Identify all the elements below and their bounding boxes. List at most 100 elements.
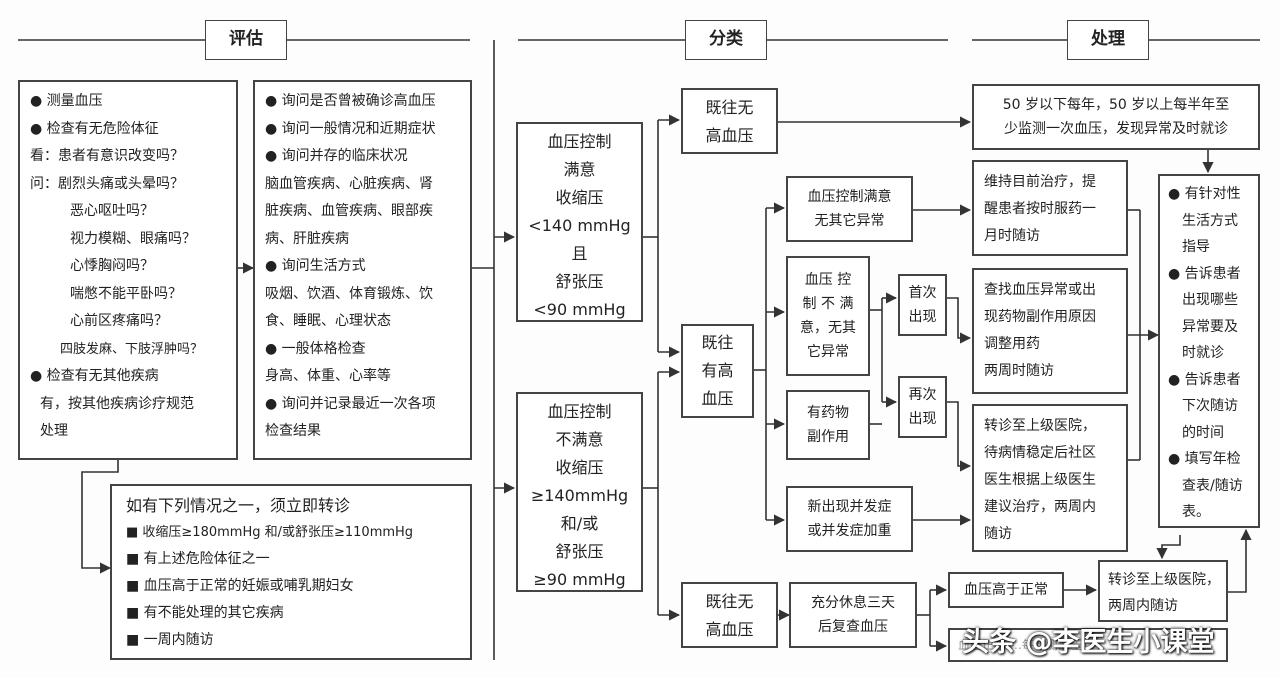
unsatisfied-line: 舒张压	[555, 542, 604, 561]
bp-ok-box: 血压控制满意 无其它异常	[786, 176, 913, 242]
referral-item: ■ 有上述危险体征之一	[126, 551, 270, 567]
bp-higher-box: 血压高于正常	[948, 572, 1064, 608]
bp-not-ok-box: 血压 控 制 不 满 意，无其 它异常	[786, 256, 870, 376]
unsatisfied-line: 收缩压	[555, 458, 604, 477]
inquiry-line: ● 询问是否曾被确诊高血压	[265, 93, 436, 109]
maintain-line: 维持目前治疗，提	[984, 174, 1096, 190]
inquiry-line: 脏疾病、血管疾病、眼部疾	[265, 203, 433, 219]
side-effect-box: 有药物 副作用	[786, 390, 870, 460]
annual-monitoring-box: 50 岁以下每年，50 岁以上每半年至 少监测一次血压，发现异常及时就诊	[972, 84, 1260, 150]
side-effect-line: 有药物	[807, 405, 849, 421]
no-history-line: 高血压	[705, 620, 754, 639]
no-history-box-top: 既往无 高血压	[681, 88, 778, 154]
assess-checklist-box: ● 测量血压 ● 检查有无危险体征 看：患者有意识改变吗？ 问：剧烈头痛或头晕吗…	[18, 80, 238, 460]
education-line: 查表/随访	[1182, 477, 1243, 494]
has-history-line: 有高	[701, 361, 734, 380]
inquiry-line: 食、睡眠、心理状态	[265, 313, 391, 329]
referral-title: 如有下列情况之一，须立即转诊	[126, 496, 351, 515]
inquiry-line: ● 询问并存的临床状况	[265, 148, 408, 164]
satisfied-line: 满意	[563, 160, 596, 179]
inquiry-line: ● 询问生活方式	[265, 258, 366, 274]
has-history-box: 既往 有高 血压	[681, 324, 754, 418]
satisfied-line: <90 mmHg	[533, 300, 626, 319]
transfer-line: 待病情稳定后社区	[984, 445, 1096, 461]
education-line: 指导	[1182, 239, 1210, 255]
satisfied-line: 且	[571, 244, 588, 263]
assess-left-line: 处理	[40, 423, 68, 439]
inquiry-line: 脑血管疾病、心脏疾病、肾	[265, 175, 433, 192]
inquiry-checklist-box: ● 询问是否曾被确诊高血压 ● 询问一般情况和近期症状 ● 询问并存的临床状况 …	[253, 80, 472, 460]
unsatisfied-line: ≥90 mmHg	[533, 570, 626, 589]
bp-not-ok-line: 制 不 满	[802, 296, 854, 312]
inquiry-line: 检查结果	[265, 423, 321, 439]
assess-left-line: 看：患者有意识改变吗？	[30, 148, 184, 164]
satisfied-line: 收缩压	[555, 188, 604, 207]
bp-ok-line: 血压控制满意	[807, 189, 892, 205]
education-line: ● 告诉患者	[1168, 265, 1241, 282]
referral-item: ■ 血压高于正常的妊娠或哺乳期妇女	[126, 578, 354, 594]
no-history-line: 既往无	[705, 592, 754, 611]
inquiry-line: ● 询问并记录最近一次各项	[265, 395, 436, 412]
assess-left-line: 四肢发麻、下肢浮肿吗？	[60, 341, 204, 357]
referral-item: ■ 一周内随访	[126, 632, 214, 648]
immediate-referral-box: 如有下列情况之一，须立即转诊 ■ 收缩压≥180mmHg 和/或舒张压≥110m…	[110, 484, 472, 660]
referral-item: ■ 有不能处理的其它疾病	[126, 605, 284, 621]
transfer-line: 转诊至上级医院，	[984, 418, 1096, 434]
bp-not-ok-line: 意，无其	[800, 320, 856, 336]
unsatisfied-line: 不满意	[555, 430, 604, 449]
education-line: ● 告诉患者	[1168, 371, 1241, 388]
no-history-line: 高血压	[705, 126, 754, 145]
header-handle: 处理	[1067, 20, 1149, 60]
header-assess: 评估	[205, 20, 287, 60]
patient-education-box: ● 有针对性 生活方式 指导 ● 告诉患者 出现哪些 异常要及 时就诊 ● 告诉…	[1158, 174, 1260, 528]
find-cause-box: 查找血压异常或出 现药物副作用原因 调整用药 两周时随访	[972, 268, 1128, 394]
unsatisfied-line: 血压控制	[547, 402, 612, 421]
first-occurrence-box: 首次 出现	[898, 274, 947, 336]
second-line: 出现	[908, 411, 937, 427]
bp-normal-line: …每年测血压	[1009, 638, 1082, 652]
satisfied-line: <140 mmHg	[528, 216, 631, 235]
complication-line: 或并发症加重	[807, 523, 892, 539]
education-line: 异常要及	[1182, 318, 1238, 335]
annual-line: 少监测一次血压，发现异常及时就诊	[1004, 121, 1228, 137]
no-history-line: 既往无	[705, 98, 754, 117]
education-line: ● 填写年检	[1168, 451, 1241, 467]
has-history-line: 血压	[701, 389, 734, 408]
assess-left-line: 喘憋不能平卧吗？	[70, 285, 182, 302]
transfer-line: 随访	[984, 526, 1012, 542]
education-line: 时就诊	[1182, 345, 1224, 361]
second-occurrence-box: 再次 出现	[898, 376, 947, 438]
first-line: 首次	[908, 285, 937, 301]
bp-higher-label: 血压高于正常	[964, 582, 1048, 598]
assess-left-line: ● 检查有无其他疾病	[30, 368, 159, 384]
first-line: 出现	[908, 309, 937, 325]
satisfied-line: 血压控制	[547, 132, 612, 151]
find-cause-line: 现药物副作用原因	[984, 309, 1096, 325]
transfer-final-line: 转诊至上级医院，	[1108, 572, 1220, 588]
header-classify: 分类	[685, 20, 767, 60]
bp-unsatisfied-box: 血压控制 不满意 收缩压 ≥140mmHg 和/或 舒张压 ≥90 mmHg	[516, 392, 643, 592]
referral-item: ■ 收缩压≥180mmHg 和/或舒张压≥110mmHg	[126, 525, 414, 540]
unsatisfied-line: 和/或	[560, 514, 599, 533]
transfer-line: 建议治疗，两周内	[984, 499, 1096, 515]
bp-not-ok-line: 血压 控	[804, 272, 852, 288]
assess-left-line: 恶心呕吐吗？	[70, 203, 154, 219]
education-line: 表。	[1182, 504, 1210, 520]
inquiry-line: ● 询问一般情况和近期症状	[265, 120, 436, 137]
maintain-line: 月时随访	[984, 228, 1040, 244]
assess-left-line: ● 测量血压	[30, 93, 103, 109]
transfer-line: 医生根据上级医生	[984, 472, 1096, 488]
annual-line: 50 岁以下每年，50 岁以上每半年至	[1002, 97, 1230, 113]
inquiry-line: 病、肝脏疾病	[265, 230, 349, 247]
transfer-final-line: 两周内随访	[1108, 598, 1178, 614]
education-line: 出现哪些	[1182, 292, 1238, 308]
education-line: 生活方式	[1182, 212, 1238, 229]
maintain-treatment-box: 维持目前治疗，提 醒患者按时服药一 月时随访	[972, 160, 1128, 256]
rest-line: 后复查血压	[818, 619, 888, 635]
second-line: 再次	[908, 387, 937, 403]
assess-left-line: 心悸胸闷吗？	[70, 258, 154, 274]
maintain-line: 醒患者按时服药一	[984, 201, 1096, 217]
satisfied-line: 舒张压	[555, 272, 604, 291]
